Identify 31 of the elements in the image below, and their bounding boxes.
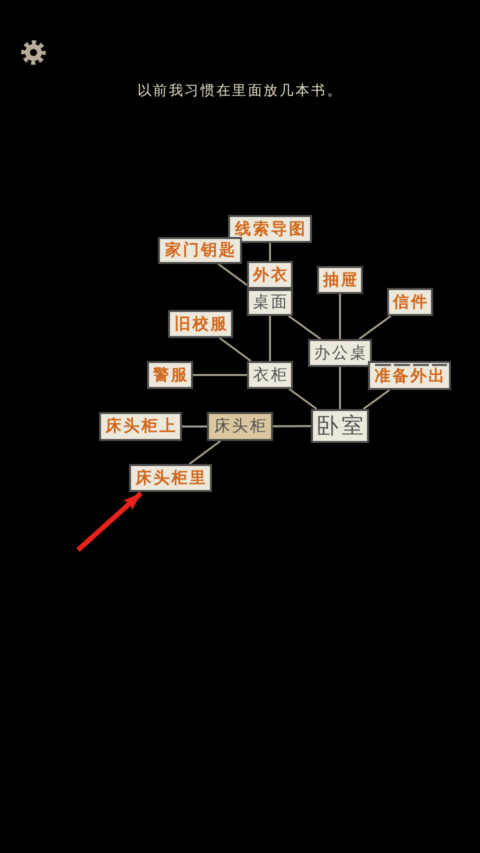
connector-line: [269, 316, 271, 361]
node-box: 办公桌: [308, 339, 372, 367]
connector-line: [288, 388, 318, 410]
connector-line: [339, 367, 341, 409]
node-box: 床头柜里: [129, 464, 212, 492]
node-box: 旧校服: [168, 310, 233, 338]
node-box: 家门钥匙: [158, 237, 242, 264]
connector-line: [273, 425, 311, 428]
node-box: 信件: [387, 288, 433, 316]
node-box: 线索导图: [228, 215, 312, 243]
connector-line: [193, 374, 247, 376]
connector-line: [358, 315, 392, 340]
node-box: 卧室: [311, 409, 369, 443]
connector-line: [288, 315, 322, 340]
connector-line: [182, 426, 207, 428]
connector-line: [362, 389, 390, 410]
node-box: 准备外出: [368, 361, 451, 390]
node-box: 桌面: [247, 289, 293, 316]
node-box: 抽屉: [317, 266, 363, 294]
connector-line: [269, 243, 271, 261]
node-box: 衣柜: [247, 361, 293, 389]
node-box: 床头柜: [207, 412, 273, 441]
connector-line: [188, 440, 221, 465]
arrow: [76, 491, 143, 552]
connector-line: [218, 263, 248, 286]
node-box: 床头柜上: [99, 412, 182, 441]
node-box: 警服: [147, 361, 193, 389]
connector-line: [339, 294, 341, 339]
dialogue-text: 以前我习惯在里面放几本书。: [137, 82, 343, 100]
connector-line: [219, 337, 252, 362]
node-box: 外衣: [247, 261, 293, 289]
